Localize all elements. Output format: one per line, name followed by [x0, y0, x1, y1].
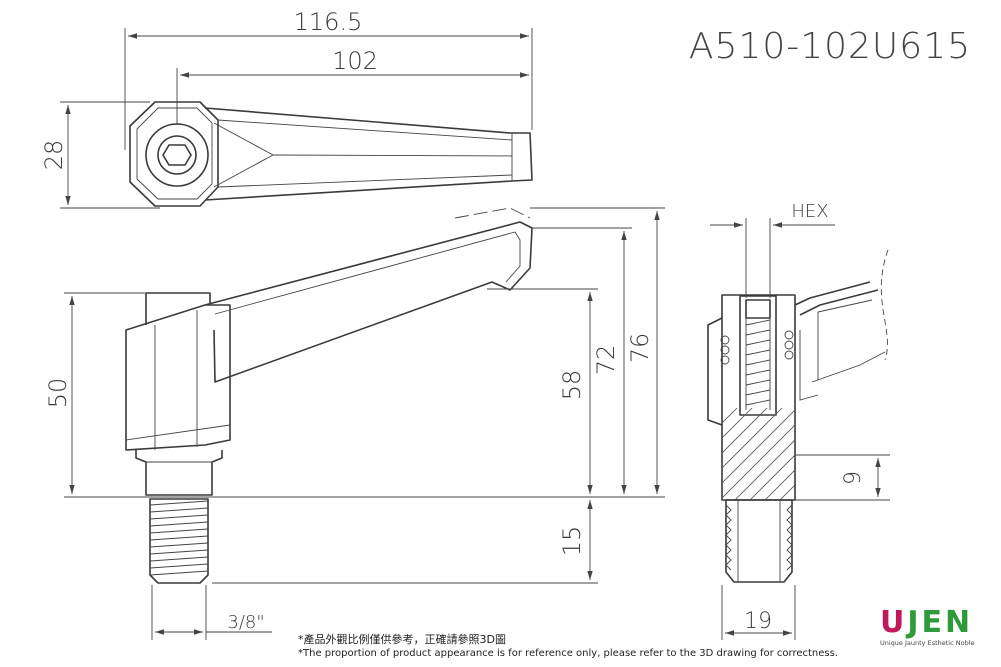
dim-58: 58: [558, 370, 586, 401]
section-hatch: [722, 408, 795, 500]
dim-15: 15: [558, 526, 586, 557]
spring-coils: [720, 330, 794, 365]
dim-50: 50: [44, 378, 72, 409]
note-english: *The proportion of product appearance is…: [298, 648, 838, 659]
logo-letters-jen: JEN: [907, 605, 974, 640]
logo-tagline: Unique Jaunty Esthetic Noble: [880, 639, 975, 647]
dim-76: 76: [626, 333, 654, 364]
shank-thread: [725, 504, 793, 571]
dim-thread-size: 3/8": [227, 612, 264, 633]
dim-116-5: 116.5: [294, 8, 363, 36]
section-view: [707, 218, 890, 640]
front-view: [64, 207, 665, 640]
top-view: [60, 28, 533, 209]
dim-9: 9: [841, 471, 866, 485]
model-code: A510-102U615: [688, 26, 971, 67]
dimension-labels: 116.5 102 28 50 58 72 76 15 3/8" HEX 9 1…: [40, 8, 866, 634]
dim-102: 102: [332, 47, 378, 75]
thread-pattern: [149, 500, 209, 576]
insert-thread: [745, 319, 771, 406]
dim-72: 72: [592, 345, 620, 376]
dim-hex: HEX: [791, 201, 828, 222]
note-chinese: *產品外觀比例僅供參考，正確請參照3D圖: [298, 633, 506, 646]
logo-wordmark: UJEN: [880, 608, 980, 638]
dim-28: 28: [40, 140, 68, 171]
ujen-logo: UJEN Unique Jaunty Esthetic Noble: [880, 608, 980, 648]
dim-19: 19: [744, 609, 772, 634]
logo-letter-u: U: [880, 605, 908, 640]
